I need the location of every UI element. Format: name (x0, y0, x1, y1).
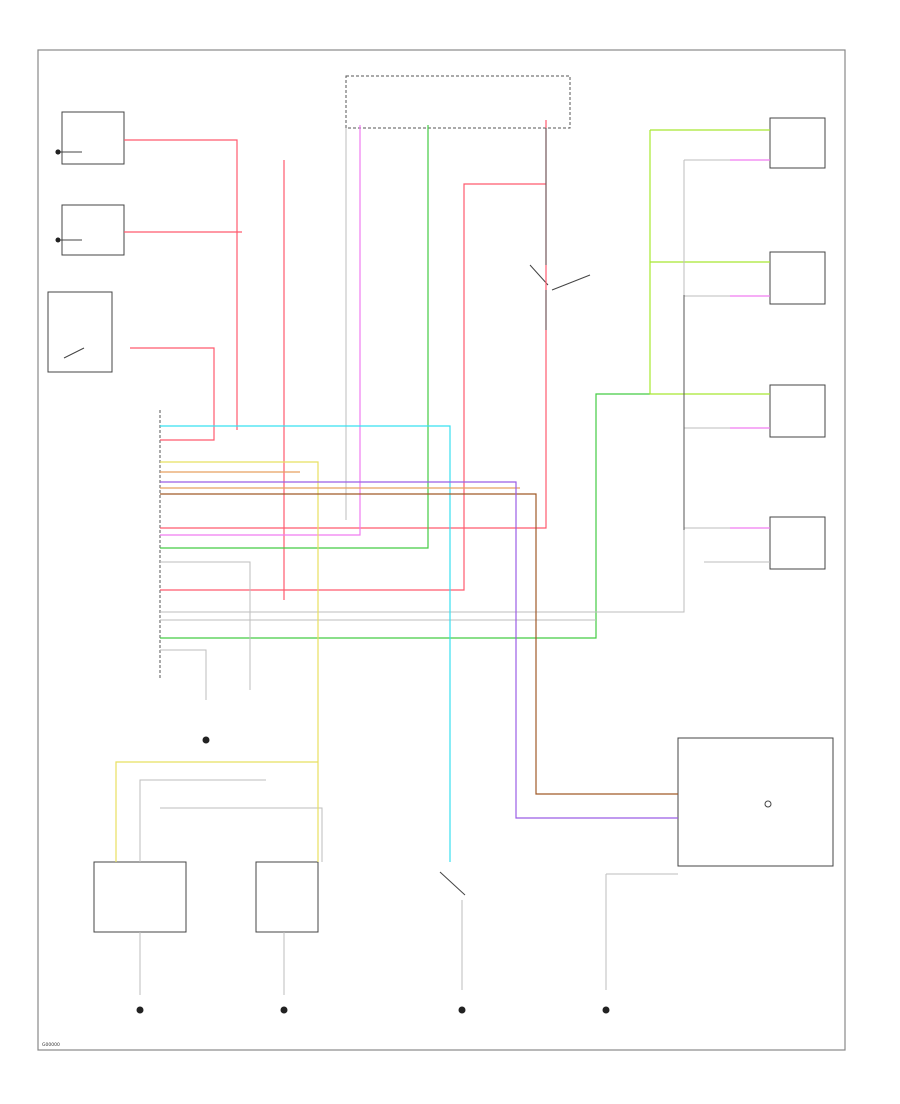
diagram-frame (37, 49, 846, 1051)
left-front-door-lock-switch (677, 737, 834, 867)
left-front-door-key-switch (439, 871, 466, 896)
door-switch-relay (529, 264, 591, 291)
footer-code: G00000 (42, 1042, 60, 1048)
right-front-door-switch (47, 291, 113, 373)
left-rear-door-switch (55, 111, 125, 165)
wire-pink (160, 125, 770, 536)
wire-purple (160, 481, 678, 819)
right-rear-actuator (769, 117, 826, 169)
wire-green (160, 125, 650, 639)
wire-orange (160, 471, 520, 489)
door-lock-switch-right (255, 861, 319, 933)
left-front-actuator (769, 516, 826, 570)
wire-cyan (160, 425, 451, 862)
fuse-box (345, 75, 571, 129)
wire-yellow (115, 461, 319, 862)
wire-gray (139, 128, 770, 995)
wire-red (124, 120, 547, 600)
wire-brown (160, 493, 678, 795)
wire-dark (545, 128, 685, 530)
door-lock-switch-left (93, 861, 187, 933)
ground-symbol (55, 149, 610, 1014)
right-rear-door-switch (55, 204, 125, 256)
wire-lime (649, 129, 770, 395)
right-front-actuator (769, 251, 826, 305)
left-rear-actuator (769, 384, 826, 438)
